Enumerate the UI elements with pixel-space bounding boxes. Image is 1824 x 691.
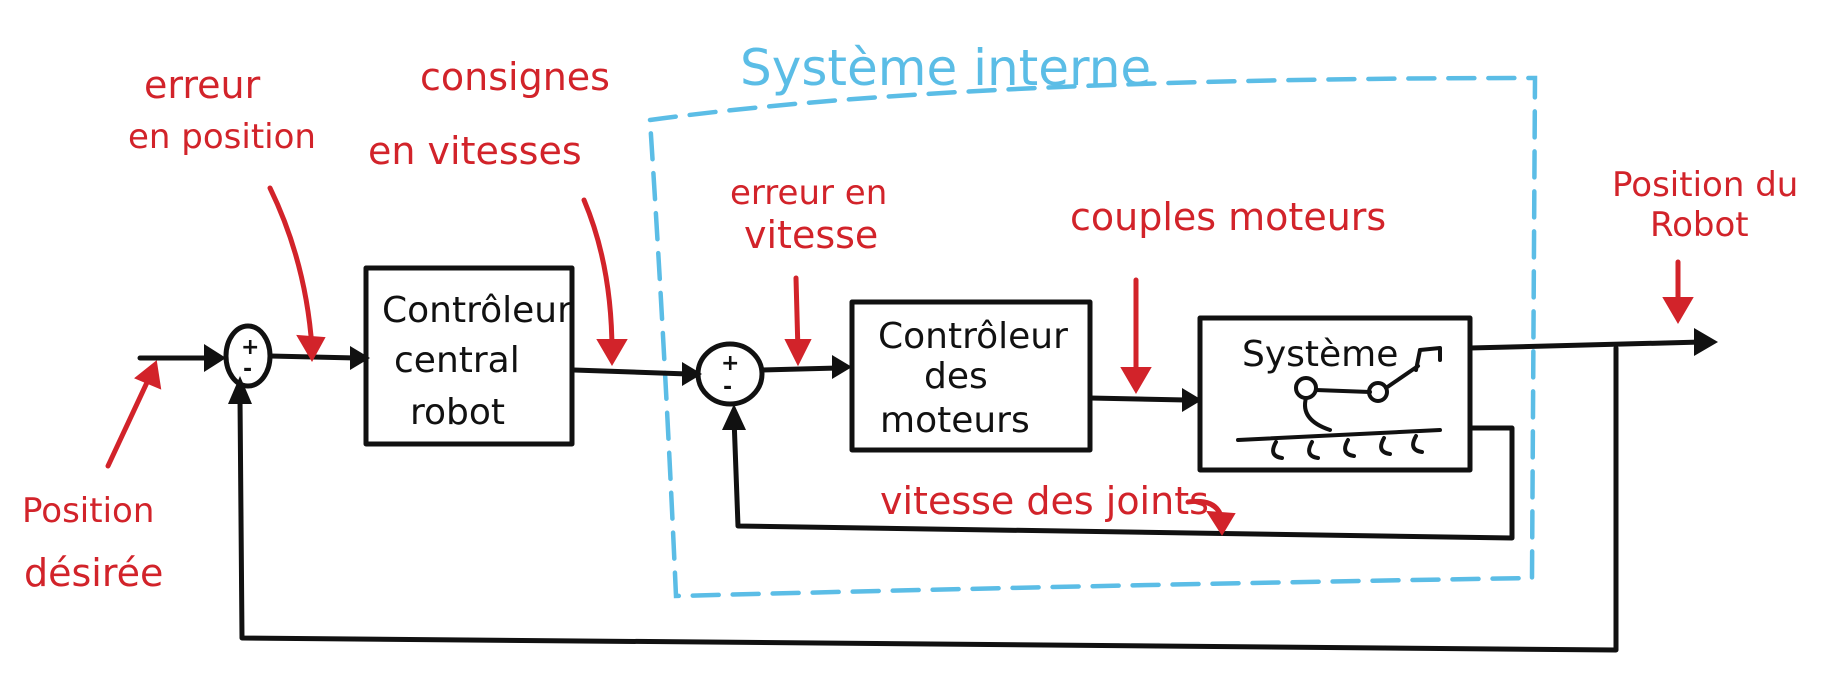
inner-sum-plus: + xyxy=(721,351,739,376)
system-title: Système xyxy=(1242,334,1398,375)
speed-error-label-2: vitesse xyxy=(744,213,878,257)
output-arrowhead xyxy=(1694,328,1718,356)
motor-torque-arrowhead xyxy=(1182,388,1202,412)
input-arrowhead xyxy=(204,344,226,372)
inner-sum-minus: - xyxy=(723,375,732,400)
desired-position-pointer xyxy=(105,373,153,469)
system-block xyxy=(1197,315,1473,473)
position-error-label-2: en position xyxy=(128,117,316,157)
inner-feedback-loop xyxy=(731,415,1515,541)
joint-speed-pointer-head xyxy=(1206,510,1236,536)
joint-speed-label: vitesse des joints xyxy=(880,479,1209,523)
motor-controller-line1: Contrôleur xyxy=(878,316,1068,357)
speed-error-label-1: erreur en xyxy=(730,173,887,213)
outer-sum-minus: - xyxy=(243,357,252,382)
internal-system-boundary xyxy=(647,75,1538,599)
position-error-pointer xyxy=(267,185,315,351)
speed-error-arrowhead xyxy=(832,355,852,379)
outer-feedback-arrowhead xyxy=(228,376,252,404)
speed-setpoints-label-1: consignes xyxy=(420,55,610,99)
central-controller-line2: central xyxy=(394,340,520,381)
inner-summing-junction xyxy=(695,341,765,407)
robot-arm-icon xyxy=(1236,346,1442,460)
speed-error-line xyxy=(759,365,841,373)
inner-feedback-arrowhead xyxy=(722,404,746,430)
robot-position-label-1: Position du xyxy=(1612,165,1798,205)
robot-position-pointer-head xyxy=(1662,297,1694,324)
position-error-label-1: erreur xyxy=(144,63,261,107)
desired-position-label-2: désirée xyxy=(24,551,163,595)
outer-feedback-loop xyxy=(237,345,1619,653)
speed-setpoint-arrowhead xyxy=(682,362,702,386)
output-line xyxy=(1467,339,1705,351)
motor-torque-line xyxy=(1087,395,1189,403)
motor-torques-label: couples moteurs xyxy=(1070,195,1386,239)
speed-error-pointer-head xyxy=(784,339,812,367)
central-controller-block xyxy=(363,265,575,447)
desired-position-pointer-head xyxy=(134,360,162,390)
speed-setpoints-label-2: en vitesses xyxy=(368,129,582,173)
internal-system-title: Système interne xyxy=(740,39,1151,97)
speed-setpoints-pointer xyxy=(581,197,615,355)
central-controller-line1: Contrôleur xyxy=(382,290,572,331)
speed-setpoints-pointer-head xyxy=(596,339,628,366)
motor-controller-line2: des xyxy=(924,356,988,397)
outer-sum-plus: + xyxy=(241,335,259,360)
motor-controller-line3: moteurs xyxy=(880,400,1030,441)
desired-position-label-1: Position xyxy=(22,491,154,531)
motor-controller-block xyxy=(849,299,1093,453)
central-controller-line3: robot xyxy=(410,392,505,433)
robot-position-label-2: Robot xyxy=(1650,205,1749,245)
position-error-arrowhead xyxy=(350,346,370,370)
speed-setpoint-line xyxy=(571,367,691,377)
motor-torques-pointer-head xyxy=(1120,367,1152,394)
position-error-pointer-head xyxy=(296,334,326,363)
